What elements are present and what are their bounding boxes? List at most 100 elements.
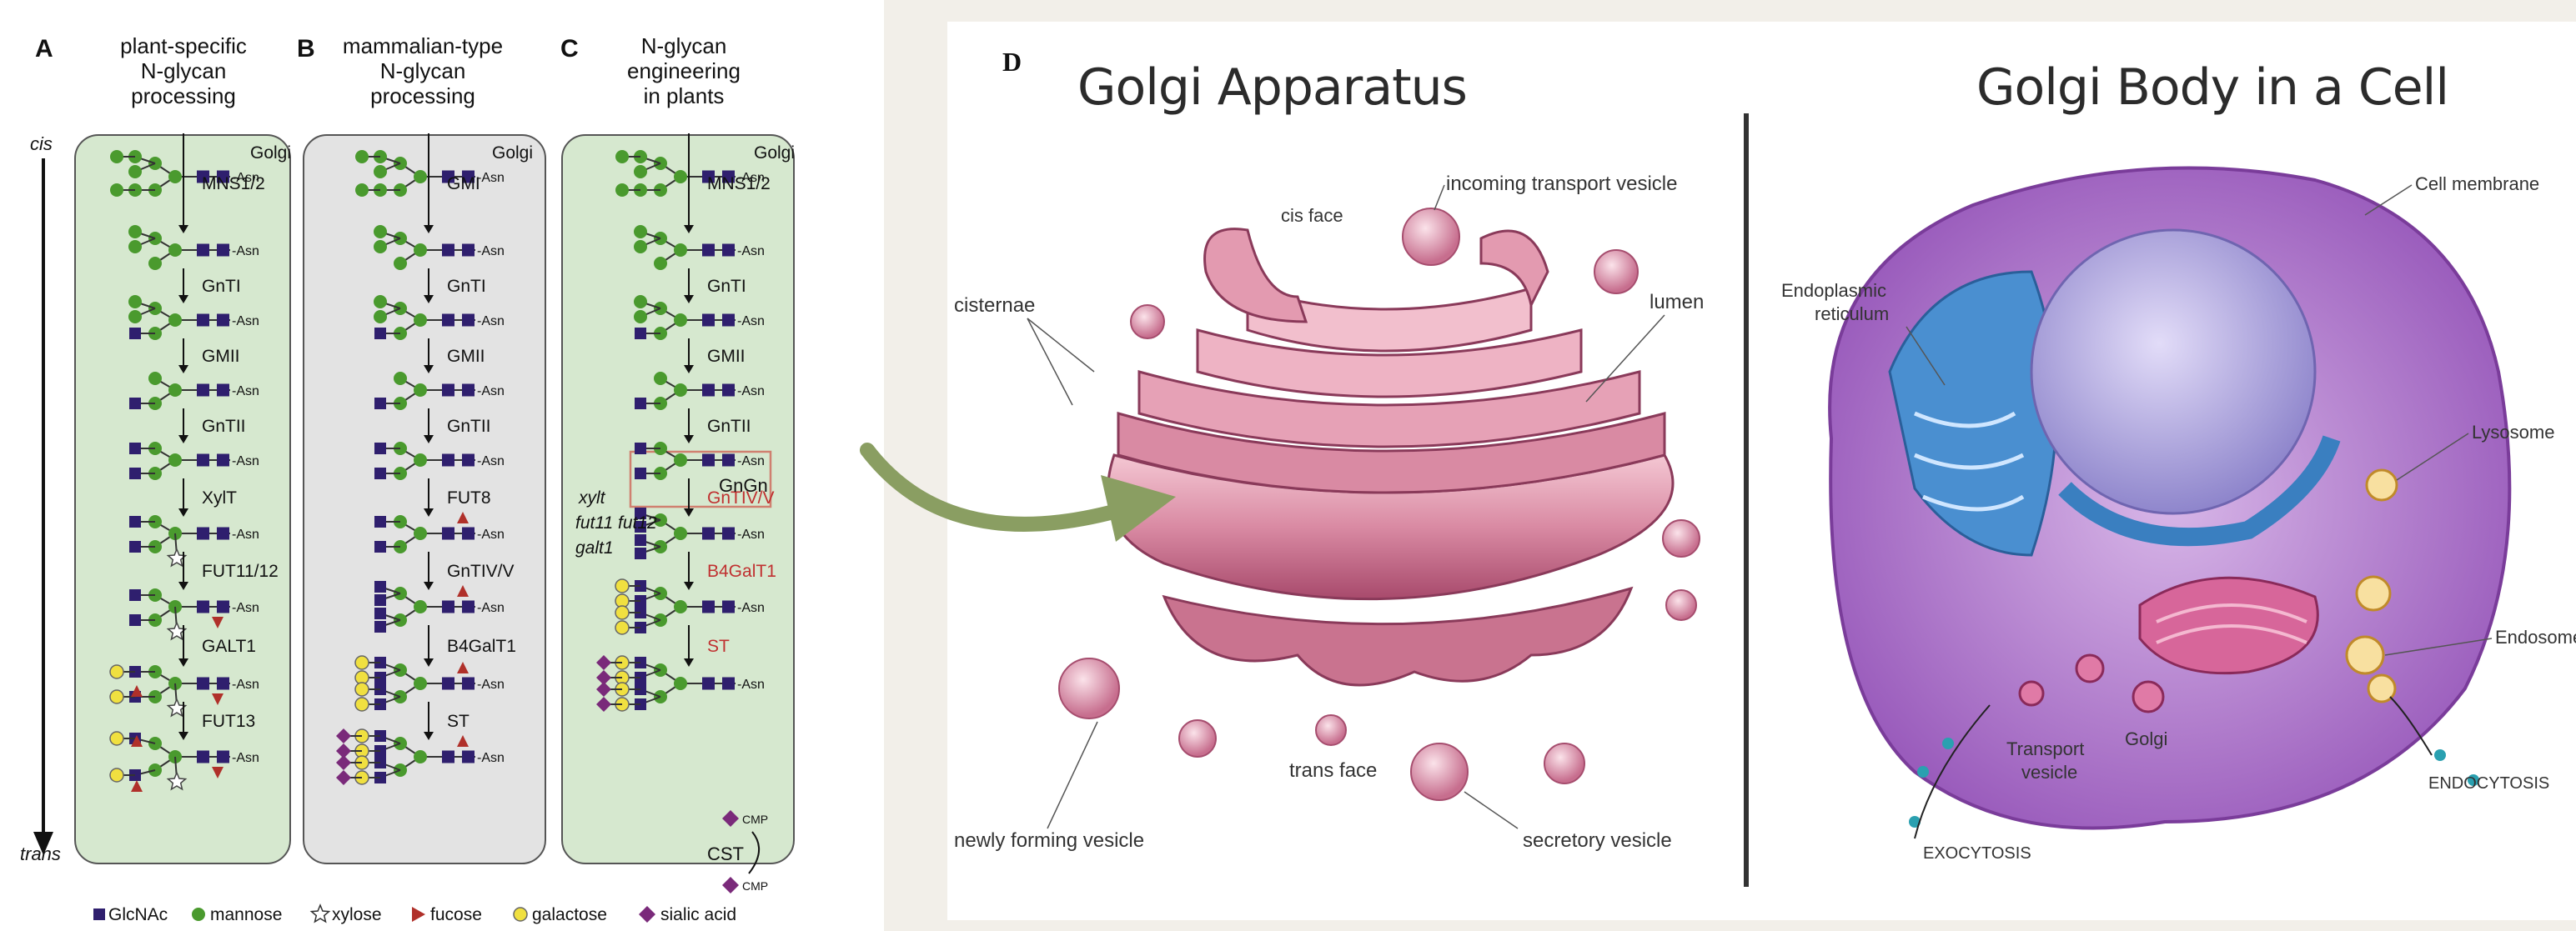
glcnac-residue (374, 328, 386, 339)
mannose-residue (674, 453, 687, 467)
glcnac-residue (462, 454, 475, 467)
glcnac-residue (374, 541, 386, 553)
glcnac-residue (197, 601, 209, 613)
asn-label: -Asn (232, 314, 259, 328)
label-transport-line2: vesicle (2021, 762, 2077, 783)
vesicle (1059, 658, 1119, 718)
enzyme-label: GALT1 (202, 637, 256, 656)
enzyme-label: B4GalT1 (707, 562, 776, 581)
asn-label: -Asn (477, 601, 505, 615)
label-secretory-vesicle: secretory vesicle (1523, 829, 1672, 852)
asn-label: -Asn (477, 528, 505, 542)
glcnac-residue (722, 678, 735, 690)
asn-label: -Asn (737, 384, 765, 398)
mannose-residue (674, 383, 687, 397)
mannose-residue (168, 243, 182, 257)
lysosome-shape (2367, 470, 2397, 500)
glcnac-residue (462, 244, 475, 257)
mannose-residue (615, 183, 629, 197)
glcnac-residue (722, 314, 735, 327)
asn-label: -Asn (232, 751, 259, 765)
vesicle (1316, 715, 1346, 745)
glcnac-residue (197, 454, 209, 467)
secreted-particle (1942, 738, 1954, 749)
enzyme-label: B4GalT1 (447, 637, 516, 656)
mannose-residue (128, 165, 142, 178)
glcnac-residue (702, 454, 715, 467)
glcnac-residue (129, 541, 141, 553)
glcnac-residue (374, 621, 386, 633)
mannose-residue (414, 170, 427, 183)
glcnac-residue (702, 601, 715, 613)
mannose-residue (168, 383, 182, 397)
legend-glcnac-icon (93, 908, 105, 920)
galactose-residue (110, 732, 123, 745)
enzyme-label: FUT11/12 (202, 562, 279, 581)
enzyme-label: GnTIV/V (447, 562, 515, 581)
label-newly-forming-vesicle: newly forming vesicle (954, 829, 1144, 852)
enzyme-label: ST (707, 637, 730, 656)
galactose-residue (110, 665, 123, 678)
glycan-diagram: cis trans Golgi-Asn-Asn-Asn-Asn-Asn-Asn-… (0, 0, 884, 931)
vesicle (1179, 720, 1216, 757)
legend-fucose-icon (412, 907, 425, 922)
asn-label: -Asn (477, 384, 505, 398)
enzyme-label: GMII (707, 347, 746, 366)
legend-glcnac: GlcNAc (108, 905, 168, 924)
mannose-residue (148, 257, 162, 270)
mannose-residue (414, 243, 427, 257)
glcnac-residue (217, 601, 229, 613)
cell-drawing (1830, 168, 2509, 838)
glcnac-residue (129, 328, 141, 339)
knockout-galt1: galt1 (575, 538, 614, 558)
glcnac-residue (442, 678, 454, 690)
asn-label: -Asn (232, 244, 259, 258)
glcnac-residue (217, 384, 229, 397)
enzyme-label: GnTII (202, 417, 246, 436)
secreted-particle (1917, 766, 1929, 778)
enzyme-label: XylT (202, 488, 237, 508)
glcnac-residue (635, 328, 646, 339)
glcnac-residue (374, 594, 386, 606)
golgi-label: Golgi (250, 143, 291, 163)
mannose-residue (374, 225, 387, 238)
glcnac-residue (197, 314, 209, 327)
glcnac-residue (462, 314, 475, 327)
mannose-residue (128, 225, 142, 238)
lysosome-shape (2357, 577, 2390, 610)
asn-label: -Asn (737, 314, 765, 328)
glcnac-residue (217, 244, 229, 257)
knockout-xylt: xylt (578, 488, 606, 508)
glycan-processing-figure: A plant-specific N-glycan processing B m… (0, 0, 884, 931)
label-incoming-vesicle: incoming transport vesicle (1446, 173, 1677, 195)
asn-label: -Asn (737, 678, 765, 692)
glcnac-residue (442, 528, 454, 540)
glcnac-residue (129, 398, 141, 409)
glcnac-residue (129, 468, 141, 479)
mannose-residue (414, 383, 427, 397)
mannose-residue (674, 313, 687, 327)
glcnac-residue (722, 528, 735, 540)
galactose-residue (110, 768, 123, 782)
connector-arrow-head (1101, 475, 1176, 542)
legend-mannose: mannose (210, 905, 282, 924)
mannose-residue (414, 750, 427, 763)
cmp-label-top: CMP (742, 813, 768, 826)
glcnac-residue (217, 678, 229, 690)
leader-line (1027, 318, 1072, 405)
mannose-residue (615, 150, 629, 163)
legend-xylose-icon (312, 905, 329, 922)
vesicle (1131, 305, 1164, 338)
asn-label: -Asn (232, 384, 259, 398)
cst-label: CST (707, 843, 744, 864)
glcnac-residue (129, 516, 141, 528)
mannose-residue (634, 165, 647, 178)
glcnac-residue (442, 751, 454, 763)
mannose-residue (374, 165, 387, 178)
axis-cis-label: cis (30, 133, 53, 154)
golgi-label: Golgi (754, 143, 795, 163)
endocytosed-particle (2434, 749, 2446, 761)
legend: GlcNAc mannose xylose fucose galactose s… (93, 905, 736, 924)
label-trans-face: trans face (1289, 759, 1377, 782)
glcnac-residue (197, 678, 209, 690)
